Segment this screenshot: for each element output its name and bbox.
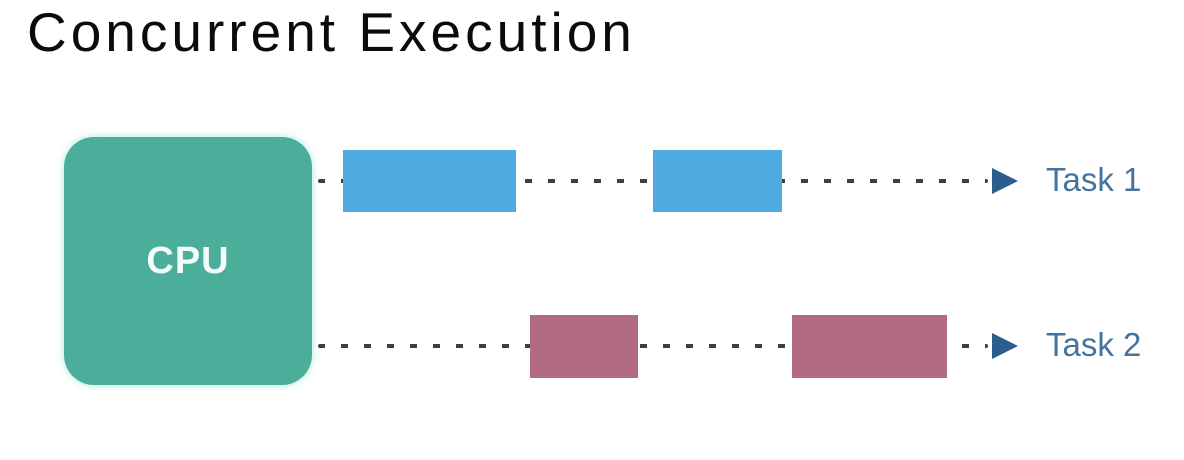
task-label: Task 2 (1046, 326, 1142, 363)
cpu-label: CPU (146, 239, 230, 282)
execution-block (343, 150, 516, 212)
diagram-title: Concurrent Execution (27, 1, 636, 63)
execution-block (792, 315, 947, 378)
execution-block (653, 150, 782, 212)
timeline-dashed-line (318, 344, 988, 348)
task-label: Task 1 (1046, 161, 1142, 198)
arrow-right-icon (992, 168, 1018, 194)
arrow-right-icon (992, 333, 1018, 359)
execution-block (530, 315, 638, 378)
cpu-box: CPU (64, 137, 312, 385)
